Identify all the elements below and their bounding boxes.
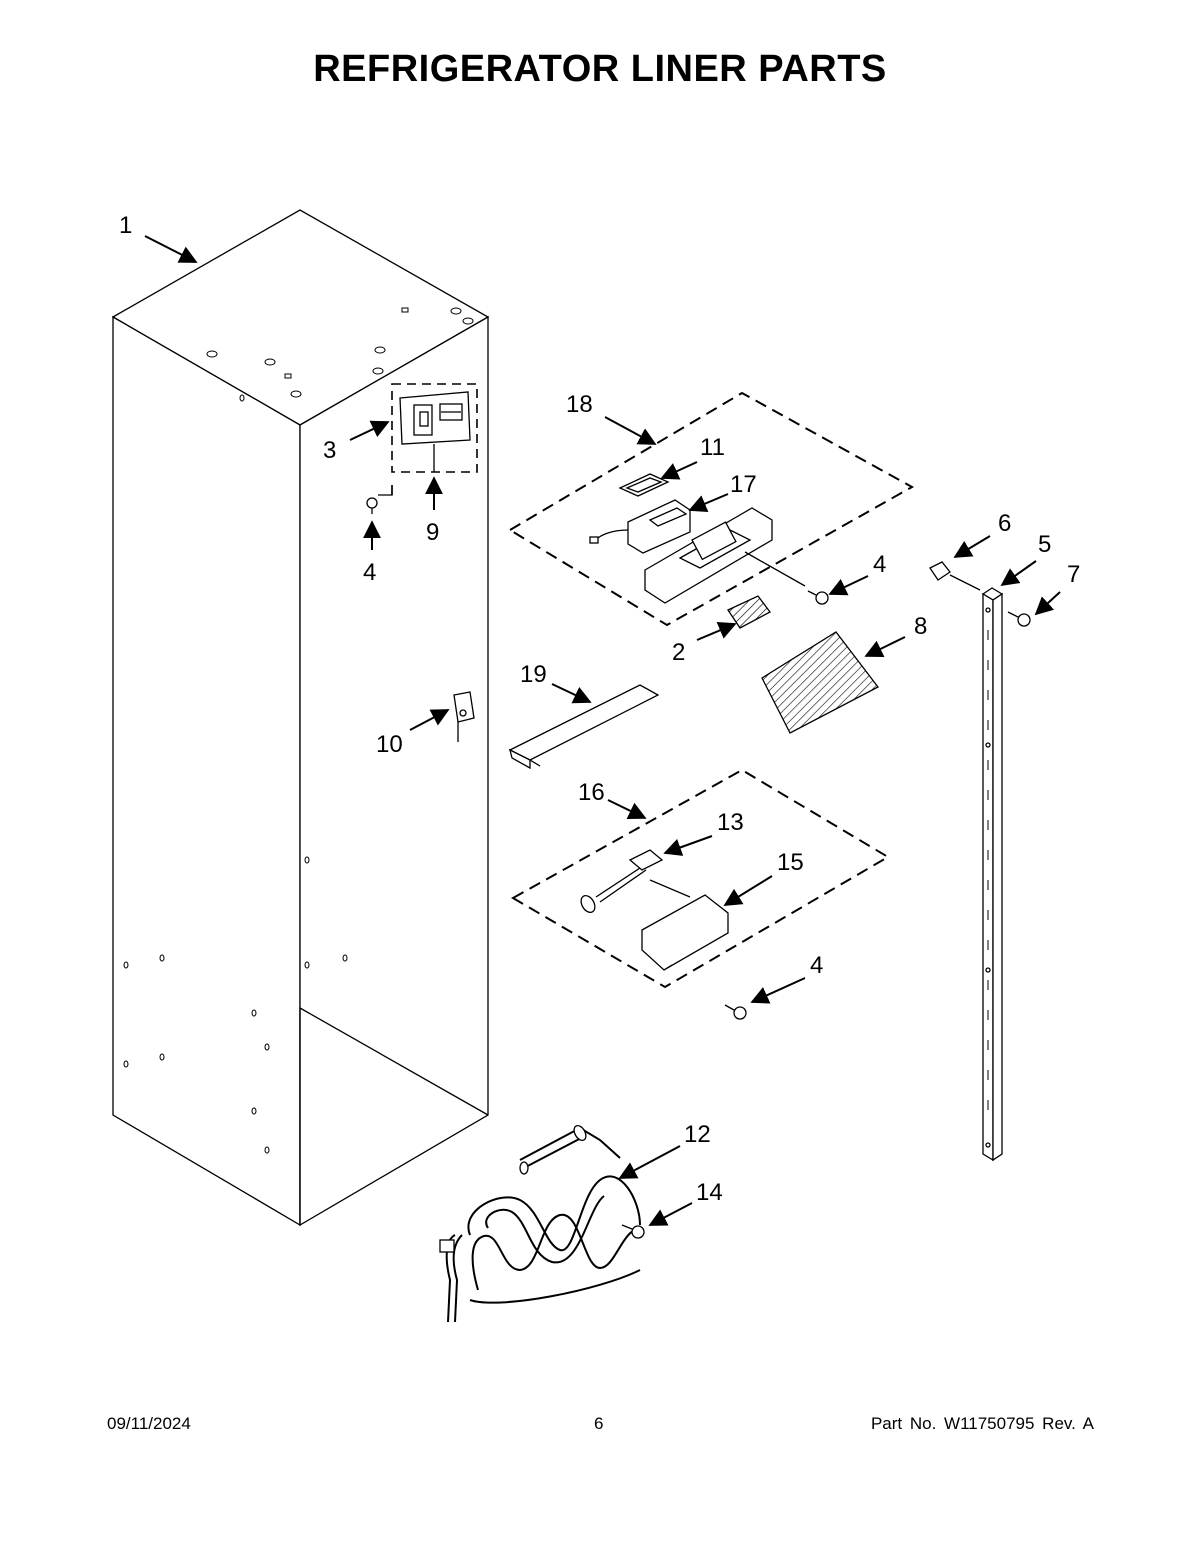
callout-16: 16 [578, 779, 605, 806]
callout-7: 7 [1067, 561, 1080, 588]
group-18-outline [508, 391, 915, 627]
callout-4-lower: 4 [810, 952, 823, 979]
screw-left [366, 497, 378, 514]
control-panel-part-18 [644, 507, 806, 604]
callout-6: 6 [998, 510, 1011, 537]
rail-part-5 [981, 587, 1004, 1162]
screw-part-14 [621, 1224, 645, 1239]
liner-cabinet [111, 209, 490, 1227]
thermistor-part-10 [453, 691, 475, 742]
callout-10: 10 [376, 731, 403, 758]
callout-8: 8 [914, 613, 927, 640]
screw-lower [724, 1004, 747, 1020]
callout-18: 18 [566, 391, 593, 418]
filter-part-2 [727, 595, 771, 629]
callout-9: 9 [426, 519, 439, 546]
clip-part-6 [929, 561, 981, 591]
callout-12: 12 [684, 1121, 711, 1148]
callout-14: 14 [696, 1179, 723, 1206]
callout-17: 17 [730, 471, 757, 498]
callout-11: 11 [700, 434, 725, 461]
callout-5: 5 [1038, 531, 1051, 558]
gasket-part-11 [618, 473, 670, 497]
callout-2: 2 [672, 639, 685, 666]
page-title: REFRIGERATOR LINER PARTS [313, 48, 887, 90]
callout-19: 19 [520, 661, 547, 688]
callout-4-left: 4 [363, 559, 376, 586]
screw-upper-right [807, 590, 829, 605]
screw-part-7 [1007, 611, 1031, 627]
footer-date: 09/11/2024 [107, 1414, 191, 1433]
callout-15: 15 [777, 849, 804, 876]
callout-4-upper: 4 [873, 551, 886, 578]
control-housing-assembly [378, 383, 478, 496]
cover-part-8 [761, 631, 879, 734]
bracket-part-19 [508, 684, 660, 770]
leader-arrows [144, 235, 1061, 1226]
connector-part-13 [580, 849, 691, 914]
group-16-outline [510, 768, 890, 989]
footer-part-number: Part No. W11750795 Rev. A [870, 1414, 1094, 1433]
housing-part-15 [641, 894, 729, 971]
callout-3: 3 [323, 437, 336, 464]
light-module-part-17 [589, 499, 691, 554]
evaporator-part-12 [439, 1124, 641, 1323]
callout-13: 13 [717, 809, 744, 836]
callout-1: 1 [119, 212, 132, 239]
callout-labels: 1 2 3 4 4 4 5 6 7 8 9 10 11 12 13 14 15 … [119, 212, 1080, 1206]
footer-page-number: 6 [594, 1414, 604, 1433]
